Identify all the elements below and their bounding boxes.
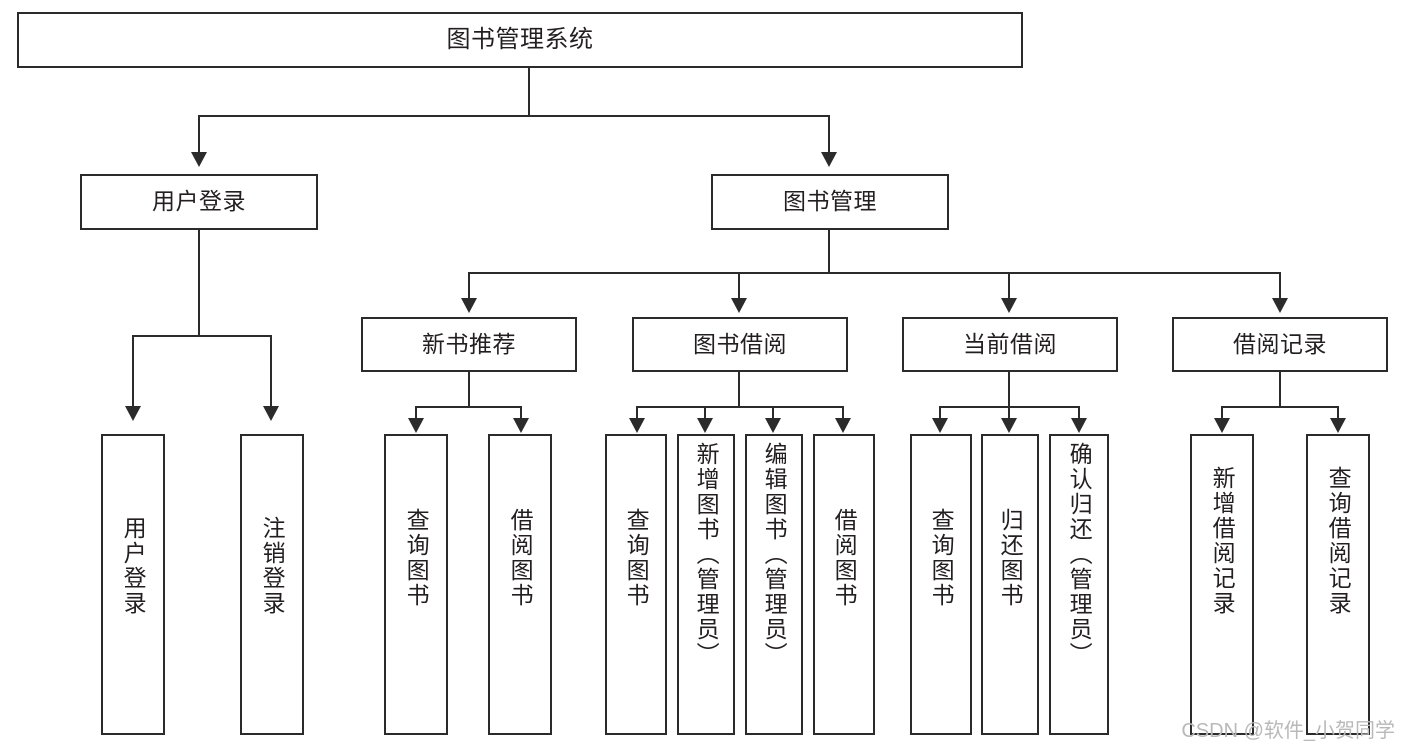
arrowhead-leaf-query-record bbox=[1330, 418, 1346, 433]
connector-new-book-drop-1 bbox=[415, 406, 417, 420]
connector-current-borrow-drop-3 bbox=[1078, 406, 1080, 420]
node-label: 当前借阅 bbox=[963, 330, 1057, 357]
node-label: 借阅记录 bbox=[1233, 330, 1327, 357]
leaf-return-book[interactable]: 归还图书 bbox=[981, 434, 1039, 735]
node-label: 图书借阅 bbox=[693, 330, 787, 357]
arrowhead-leaf-user-logout bbox=[263, 406, 279, 421]
arrowhead-book-manage bbox=[821, 152, 837, 167]
node-book-manage[interactable]: 图书管理 bbox=[711, 174, 949, 230]
connector-book-borrow-drop-4 bbox=[842, 406, 844, 420]
arrowhead-current-borrow bbox=[1001, 298, 1017, 313]
connector-book-borrow-drop-2 bbox=[704, 406, 706, 420]
connector-book-borrow-drop-3 bbox=[772, 406, 774, 420]
node-label: 编辑图书（管理员） bbox=[761, 442, 788, 667]
leaf-edit-book-admin[interactable]: 编辑图书（管理员） bbox=[745, 434, 803, 735]
leaf-borrow-book-new[interactable]: 借阅图书 bbox=[488, 434, 552, 735]
arrowhead-user-login bbox=[191, 152, 207, 167]
node-label: 用户登录 bbox=[152, 188, 246, 215]
connector-new-book-drop-2 bbox=[520, 406, 522, 420]
arrowhead-leaf-borrow-book-1 bbox=[513, 418, 529, 433]
connector-book-manage-drop-2 bbox=[738, 272, 740, 300]
arrowhead-borrow-record bbox=[1272, 298, 1288, 313]
connector-current-borrow-bus bbox=[940, 406, 1080, 408]
connector-book-manage-bus bbox=[469, 272, 1281, 274]
leaf-query-borrow-record[interactable]: 查询借阅记录 bbox=[1306, 434, 1370, 735]
arrowhead-leaf-user-login bbox=[125, 406, 141, 421]
connector-borrow-record-drop-2 bbox=[1337, 406, 1339, 420]
leaf-query-book-new[interactable]: 查询图书 bbox=[384, 434, 448, 735]
arrowhead-leaf-query-book-2 bbox=[629, 418, 645, 433]
connector-user-login-drop-2 bbox=[270, 335, 272, 409]
arrowhead-leaf-return-book bbox=[1001, 418, 1017, 433]
node-current-borrow[interactable]: 当前借阅 bbox=[902, 317, 1118, 372]
leaf-confirm-return-admin[interactable]: 确认归还（管理员） bbox=[1049, 434, 1109, 735]
node-label: 借阅图书 bbox=[831, 508, 858, 608]
node-label: 确认归还（管理员） bbox=[1066, 442, 1093, 667]
arrowhead-leaf-query-book-1 bbox=[408, 418, 424, 433]
node-label: 借阅图书 bbox=[507, 508, 534, 608]
connector-user-login-drop-1 bbox=[132, 335, 134, 409]
node-label: 归还图书 bbox=[997, 508, 1024, 608]
connector-current-borrow-drop-1 bbox=[939, 406, 941, 420]
leaf-add-book-admin[interactable]: 新增图书（管理员） bbox=[677, 434, 735, 735]
node-label: 新增图书（管理员） bbox=[693, 442, 720, 667]
arrowhead-leaf-borrow-book-2 bbox=[835, 418, 851, 433]
leaf-query-book-borrow[interactable]: 查询图书 bbox=[605, 434, 667, 735]
leaf-user-logout[interactable]: 注销登录 bbox=[240, 434, 304, 735]
leaf-add-borrow-record[interactable]: 新增借阅记录 bbox=[1190, 434, 1254, 735]
connector-book-borrow-drop-1 bbox=[636, 406, 638, 420]
arrowhead-leaf-confirm-return bbox=[1071, 418, 1087, 433]
arrowhead-book-borrow bbox=[731, 298, 747, 313]
connector-user-login-bus bbox=[133, 335, 272, 337]
leaf-user-login[interactable]: 用户登录 bbox=[101, 434, 165, 735]
node-root-system[interactable]: 图书管理系统 bbox=[17, 12, 1023, 68]
leaf-borrow-book-borrow[interactable]: 借阅图书 bbox=[813, 434, 875, 735]
connector-new-book-stem bbox=[468, 372, 470, 407]
connector-to-user-login bbox=[198, 115, 200, 155]
node-label: 图书管理 bbox=[783, 188, 877, 215]
node-new-book-recommend[interactable]: 新书推荐 bbox=[361, 317, 577, 372]
node-label: 用户登录 bbox=[120, 516, 147, 616]
connector-book-manage-drop-1 bbox=[468, 272, 470, 300]
node-label: 注销登录 bbox=[259, 516, 286, 616]
arrowhead-leaf-query-book-3 bbox=[932, 418, 948, 433]
node-label: 查询图书 bbox=[928, 508, 955, 608]
connector-book-manage-stem bbox=[828, 230, 830, 273]
node-user-login[interactable]: 用户登录 bbox=[80, 174, 318, 230]
node-label: 图书管理系统 bbox=[446, 25, 594, 53]
connector-borrow-record-drop-1 bbox=[1221, 406, 1223, 420]
connector-root-bus bbox=[198, 115, 830, 117]
node-borrow-record[interactable]: 借阅记录 bbox=[1172, 317, 1388, 372]
arrowhead-leaf-add-record bbox=[1214, 418, 1230, 433]
node-label: 新增借阅记录 bbox=[1209, 466, 1236, 616]
node-label: 查询图书 bbox=[403, 508, 430, 608]
connector-borrow-record-bus bbox=[1222, 406, 1338, 408]
arrowhead-leaf-add-book bbox=[697, 418, 713, 433]
connector-user-login-stem bbox=[198, 230, 200, 336]
arrowhead-leaf-edit-book bbox=[765, 418, 781, 433]
leaf-query-book-current[interactable]: 查询图书 bbox=[910, 434, 972, 735]
connector-book-manage-drop-3 bbox=[1008, 272, 1010, 300]
connector-root-stem bbox=[528, 68, 530, 116]
connector-to-book-manage bbox=[828, 115, 830, 155]
connector-borrow-record-stem bbox=[1279, 372, 1281, 407]
connector-book-manage-drop-4 bbox=[1279, 272, 1281, 300]
node-label: 新书推荐 bbox=[422, 330, 516, 357]
node-label: 查询借阅记录 bbox=[1325, 466, 1352, 616]
node-label: 查询图书 bbox=[623, 508, 650, 608]
connector-new-book-bus bbox=[416, 406, 521, 408]
arrowhead-new-book-recommend bbox=[461, 298, 477, 313]
connector-current-borrow-drop-2 bbox=[1008, 406, 1010, 420]
node-book-borrow[interactable]: 图书借阅 bbox=[632, 317, 848, 372]
connector-book-borrow-bus bbox=[637, 406, 843, 408]
connector-current-borrow-stem bbox=[1008, 372, 1010, 407]
connector-book-borrow-stem bbox=[738, 372, 740, 407]
